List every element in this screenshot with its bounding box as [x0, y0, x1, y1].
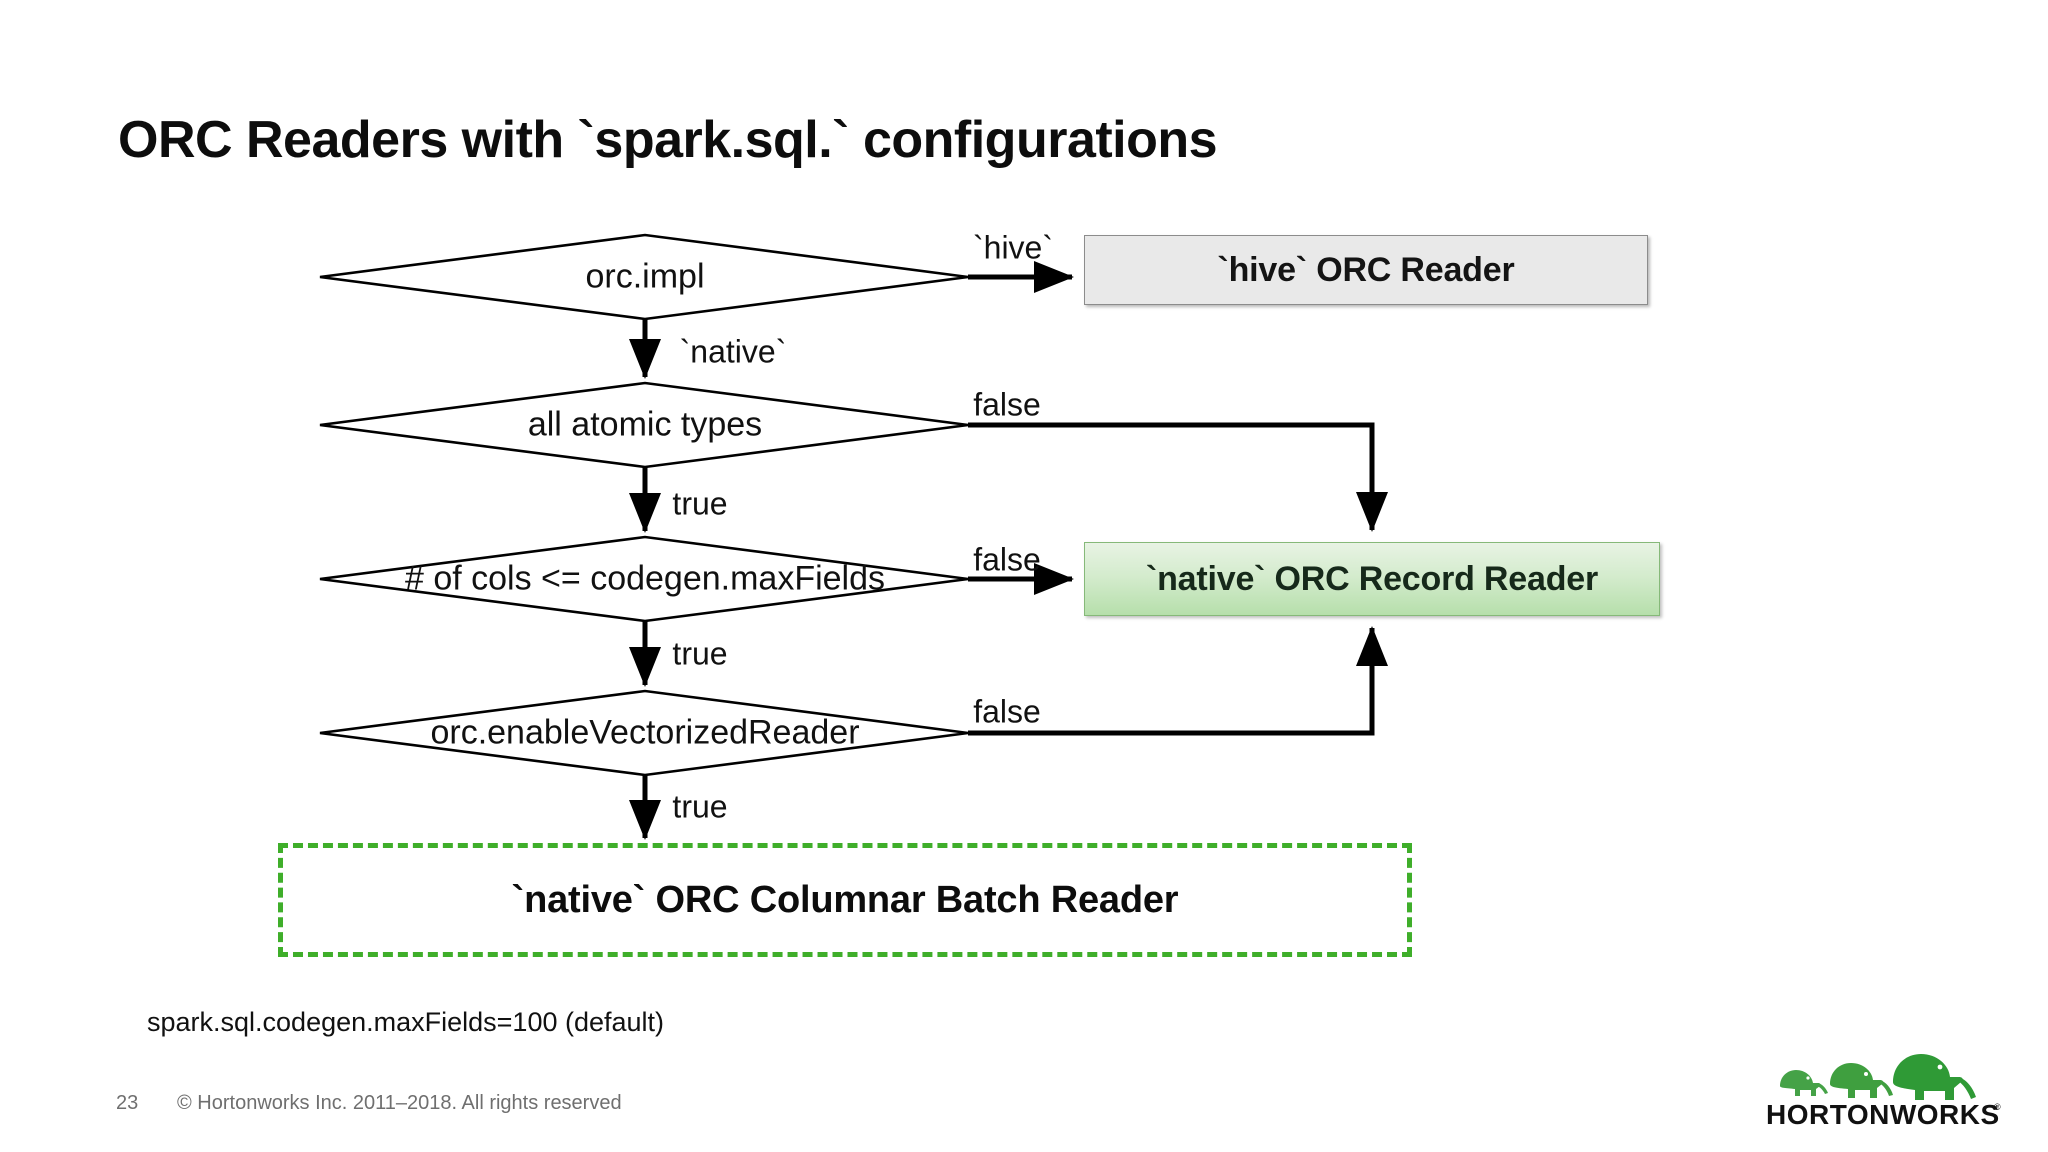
logo-trademark: ®	[1994, 1102, 2001, 1112]
decision-label-enable-vectorized-reader: orc.enableVectorizedReader	[430, 713, 860, 752]
edge-label-hive: `hive`	[972, 229, 1054, 266]
decision-label-all-atomic-types: all atomic types	[527, 405, 763, 444]
decision-label-cols-maxfields: # of cols <= codegen.maxFields	[404, 559, 886, 598]
edge-label-true-2: true	[672, 635, 728, 672]
page-number: 23	[116, 1092, 139, 1114]
edge-label-false-1: false	[973, 386, 1041, 423]
decision-label-orc-impl: orc.impl	[585, 257, 705, 296]
result-box-native-columnar-batch-reader[interactable]: `native` ORC Columnar Batch Reader	[278, 843, 1412, 957]
edge-label-true-1: true	[672, 485, 728, 522]
edge-false-3	[968, 625, 1388, 736]
page-title: ORC Readers with `spark.sql.` configurat…	[118, 111, 1218, 169]
footnote-maxfields: spark.sql.codegen.maxFields=100 (default…	[147, 1007, 665, 1037]
hortonworks-logo: HORTONWORKS ®	[1762, 1036, 2014, 1128]
copyright-text: © Hortonworks Inc. 2011–2018. All rights…	[177, 1092, 622, 1114]
edge-label-native: `native`	[679, 333, 787, 370]
edge-label-false-2: false	[973, 541, 1041, 578]
elephants-icon	[1780, 1054, 1976, 1100]
result-box-native-record-reader[interactable]: `native` ORC Record Reader	[1084, 542, 1660, 616]
edge-false-1	[968, 422, 1389, 533]
result-box-hive-reader[interactable]: `hive` ORC Reader	[1084, 235, 1648, 305]
edge-label-true-3: true	[672, 788, 728, 825]
edge-label-false-3: false	[973, 693, 1041, 730]
logo-wordmark: HORTONWORKS	[1766, 1099, 2000, 1128]
